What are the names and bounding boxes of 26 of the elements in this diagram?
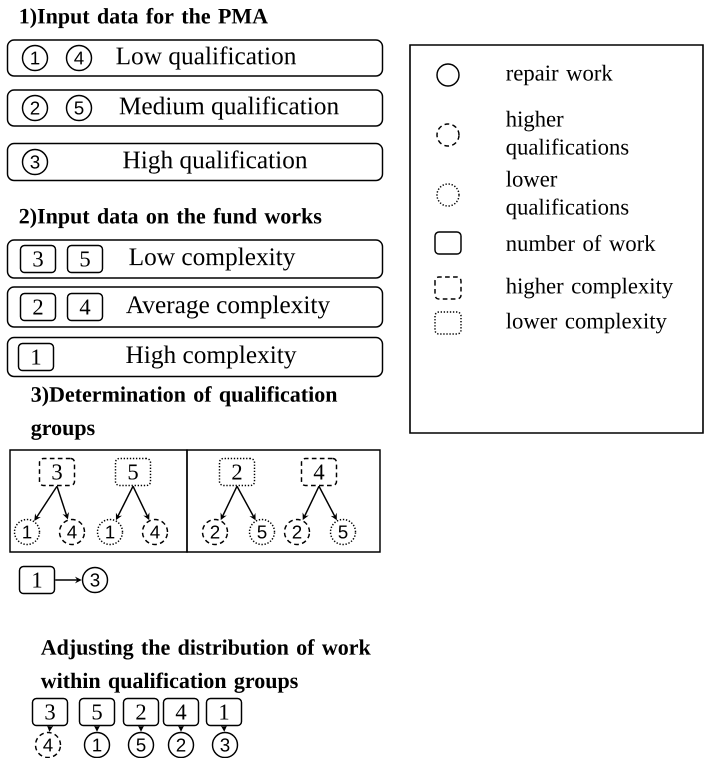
legend-text: lower complexity (506, 312, 667, 334)
legend-text: higher complexity (506, 278, 674, 298)
section-heading: 3)Determination of qualification groups (31, 386, 338, 440)
numbered-box: 2 (20, 292, 56, 322)
numbered-box: 3 (32, 698, 68, 726)
legend-text: lower qualifications (506, 170, 628, 220)
numbered-box: 2 (218, 458, 256, 486)
section-heading: Adjusting the distribution of work within qualification groups (40, 639, 371, 693)
group-panel (9, 449, 188, 553)
numbered-box: 4 (300, 458, 338, 486)
numbered-box: 5 (78, 698, 116, 726)
numbered-box: 1 (18, 342, 54, 372)
numbered-box: 1 (18, 566, 56, 594)
section-heading: 2)Input data on the fund works (20, 208, 322, 228)
section-heading: 1)Input data for the PMA (20, 8, 268, 28)
numbered-box: 5 (114, 458, 152, 486)
numbered-box: 1 (206, 698, 242, 726)
numbered-box: 3 (38, 458, 76, 486)
legend-text: repair work (506, 64, 613, 86)
numbered-box: 4 (162, 698, 200, 726)
legend-text: number of work (506, 234, 656, 252)
numbered-box: 3 (20, 244, 56, 274)
numbered-box: 2 (122, 698, 160, 726)
numbered-box: 5 (66, 244, 104, 274)
numbered-box: 4 (66, 292, 104, 322)
group-panel (186, 449, 381, 553)
